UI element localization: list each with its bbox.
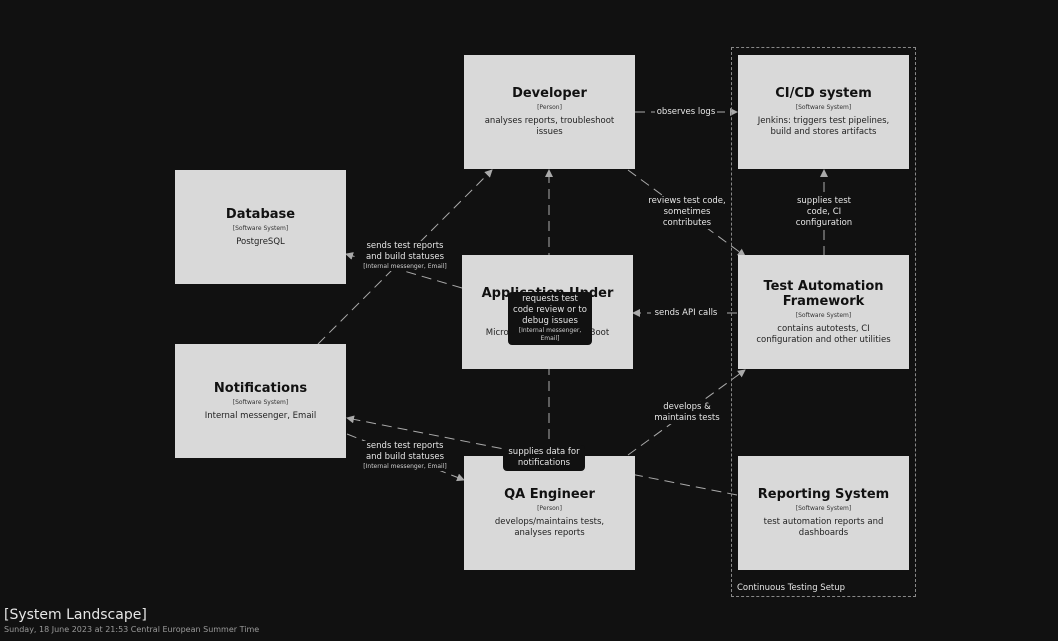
edge-text: supplies test code, CI configuration (795, 196, 853, 228)
node-desc: Jenkins: triggers test pipelines, build … (757, 116, 890, 137)
edge-sends-reports-dev (317, 169, 493, 345)
edge-text: develops & maintains tests (654, 402, 720, 423)
node-name: Developer (512, 86, 587, 101)
node-kind: [Person] (537, 505, 562, 512)
edge-text: sends test reports and build statuses (365, 441, 445, 462)
node-desc: develops/maintains tests, analyses repor… (494, 517, 605, 538)
node-desc: contains autotests, CI configuration and… (756, 323, 891, 345)
node-kind: [Person] (537, 104, 562, 111)
node-desc: test automation reports and dashboards (763, 517, 884, 538)
edge-text: observes logs (656, 107, 716, 117)
node-notifications[interactable]: Notifications [Software System] Internal… (175, 344, 346, 458)
edge-label-reviews-test-code: reviews test code, sometimes contributes (646, 196, 728, 229)
edge-label-sends-reports-qa: sends test reports and build statuses [I… (360, 441, 450, 471)
node-name: Notifications (213, 380, 308, 396)
edge-text: supplies data for notifications (508, 447, 580, 468)
node-name: Test Automation Framework (763, 278, 884, 309)
diagram-subtitle: Sunday, 18 June 2023 at 21:53 Central Eu… (4, 625, 260, 634)
edge-text: sends test reports and build statuses (365, 241, 445, 262)
edge-label-supplies-data: supplies data for notifications (503, 445, 585, 471)
node-kind: [Software System] (232, 224, 289, 232)
node-name: Database (225, 206, 296, 222)
edge-text: sends API calls (654, 308, 718, 318)
edge-text: reviews test code, sometimes contributes (648, 196, 726, 228)
node-name: CI/CD system (775, 86, 872, 101)
boundary-label: Continuous Testing Setup (737, 583, 846, 593)
node-reporting-system[interactable]: Reporting System [Software System] test … (738, 456, 909, 570)
node-kind: [Software System] (795, 311, 852, 319)
node-desc: Internal messenger, Email (204, 410, 317, 421)
node-name: Reporting System (757, 487, 890, 502)
node-test-automation-framework[interactable]: Test Automation Framework [Software Syst… (738, 255, 909, 369)
node-kind: [Software System] (795, 505, 852, 512)
edge-label-develops-maintains: develops & maintains tests (652, 402, 722, 424)
edge-text: requests test code review or to debug is… (513, 294, 587, 326)
edge-label-sends-api-calls: sends API calls (651, 308, 721, 319)
diagram-title: [System Landscape] (4, 607, 147, 623)
edge-tech: [Internal messenger, Email] (363, 263, 447, 270)
node-database[interactable]: Database [Software System] PostgreSQL (175, 170, 346, 284)
node-qa-engineer[interactable]: QA Engineer [Person] develops/maintains … (464, 456, 635, 570)
edge-tech: [Internal messenger, Email] (518, 327, 582, 342)
node-kind: [Software System] (795, 104, 852, 111)
continuous-testing-boundary (731, 47, 916, 597)
edge-label-observes-logs: observes logs (655, 107, 717, 118)
edge-label-sends-reports-dev: sends test reports and build statuses [I… (360, 241, 450, 271)
node-desc: PostgreSQL (236, 236, 285, 247)
node-name: QA Engineer (504, 487, 595, 502)
edge-label-supplies-test-code: supplies test code, CI configuration (788, 196, 860, 229)
node-desc: analyses reports, troubleshoot issues (484, 116, 615, 137)
edge-tech: [Internal messenger, Email] (363, 463, 447, 470)
edge-label-requests-review: requests test code review or to debug is… (508, 292, 592, 345)
node-developer[interactable]: Developer [Person] analyses reports, tro… (464, 55, 635, 169)
node-kind: [Software System] (232, 398, 289, 406)
node-cicd[interactable]: CI/CD system [Software System] Jenkins: … (738, 55, 909, 169)
